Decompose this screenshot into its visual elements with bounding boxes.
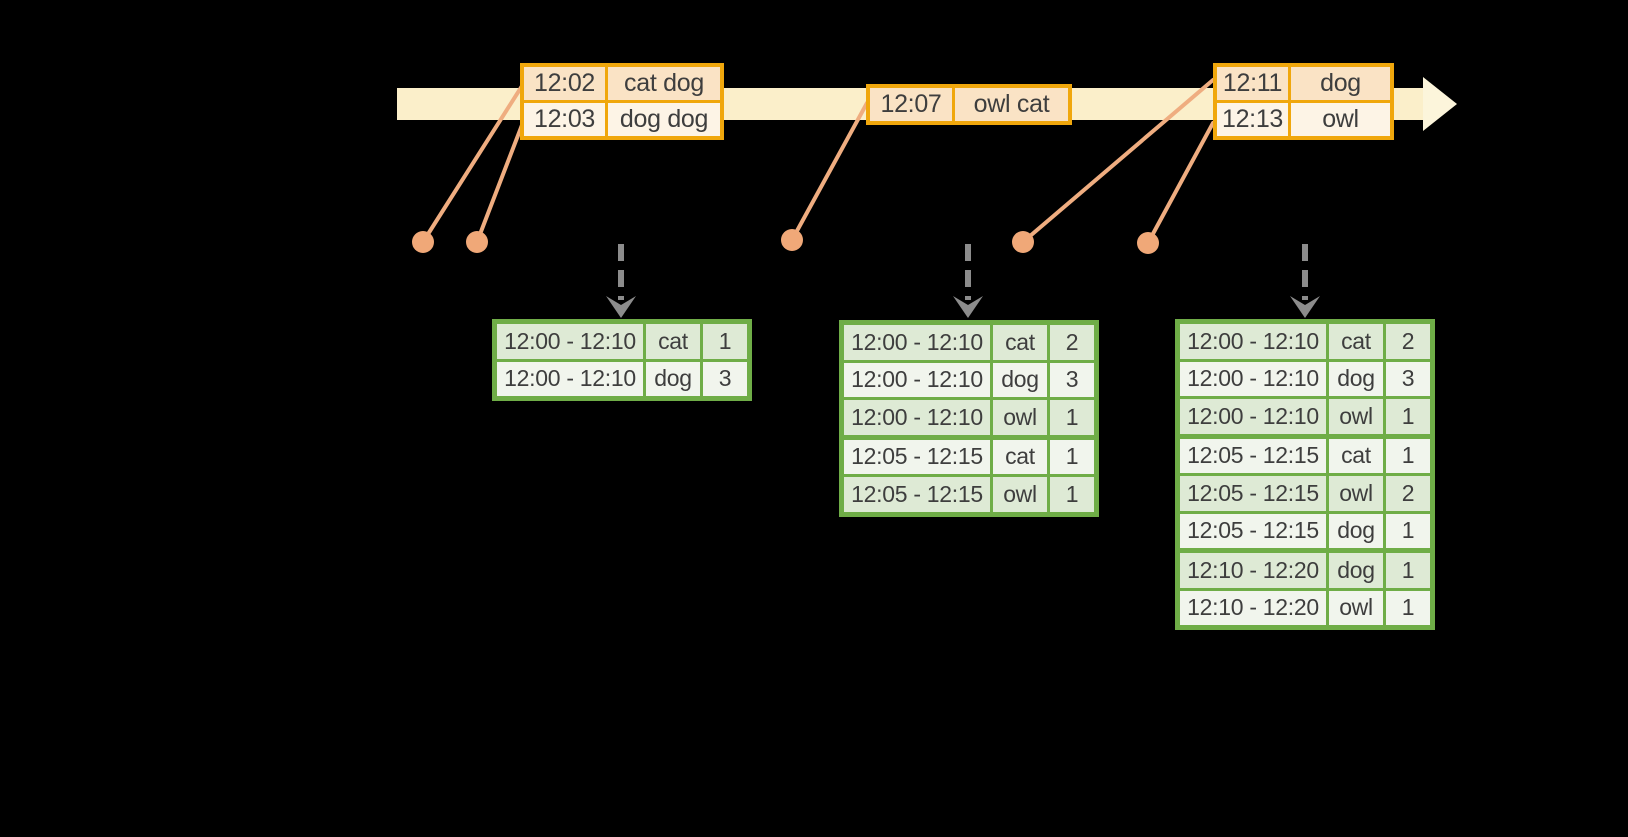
count-cell: 1 <box>1386 553 1430 588</box>
window-cell: 12:05 - 12:15 <box>844 439 990 474</box>
count-cell: 1 <box>1050 439 1094 474</box>
word-cell: owl <box>1329 399 1383 434</box>
arrow-down-icon <box>953 296 983 318</box>
event-dot <box>1012 231 1034 253</box>
count-cell: 2 <box>1386 324 1430 359</box>
word-cell: cat <box>646 324 700 359</box>
result-table: 12:00 - 12:10 cat 2 12:00 - 12:10 dog 3 … <box>839 320 1099 517</box>
event-connector-line <box>421 84 524 244</box>
window-cell: 12:05 - 12:15 <box>1180 476 1326 511</box>
count-cell: 3 <box>1050 362 1094 397</box>
count-cell: 1 <box>1050 477 1094 512</box>
table-row: 12:05 - 12:15 cat 1 <box>1180 438 1430 473</box>
event-dot <box>781 229 803 251</box>
event-table: 12:07 owl cat <box>866 84 1072 125</box>
trigger-arrow <box>953 244 983 318</box>
count-cell: 3 <box>1386 361 1430 396</box>
word-cell: owl <box>1329 590 1383 625</box>
event-table: 12:11 dog 12:13 owl <box>1213 63 1394 140</box>
window-cell: 12:00 - 12:10 <box>1180 399 1326 434</box>
word-cell: dog <box>993 362 1047 397</box>
count-cell: 3 <box>703 361 747 396</box>
window-cell: 12:05 - 12:15 <box>844 477 990 512</box>
event-table: 12:02 cat dog 12:03 dog dog <box>520 63 724 140</box>
table-row: 12:00 - 12:10 cat 1 <box>497 324 747 359</box>
event-words: dog dog <box>608 103 720 136</box>
event-words: owl <box>1291 103 1390 136</box>
window-cell: 12:00 - 12:10 <box>497 361 643 396</box>
word-cell: cat <box>1329 324 1383 359</box>
window-cell: 12:00 - 12:10 <box>1180 324 1326 359</box>
word-cell: cat <box>1329 438 1383 473</box>
window-cell: 12:10 - 12:20 <box>1180 553 1326 588</box>
count-cell: 1 <box>1386 399 1430 434</box>
count-cell: 1 <box>1050 400 1094 435</box>
table-row: 12:05 - 12:15 owl 2 <box>1180 476 1430 511</box>
word-cell: dog <box>1329 513 1383 548</box>
word-cell: dog <box>646 361 700 396</box>
table-row: 12:00 - 12:10 cat 2 <box>844 325 1094 360</box>
table-row: 12:05 - 12:15 dog 1 <box>1180 513 1430 548</box>
event-connector-line <box>1146 121 1215 245</box>
word-cell: owl <box>993 477 1047 512</box>
window-cell: 12:00 - 12:10 <box>1180 361 1326 396</box>
event-dot <box>1137 232 1159 254</box>
window-cell: 12:10 - 12:20 <box>1180 590 1326 625</box>
event-words: cat dog <box>608 67 720 100</box>
table-row: 12:00 - 12:10 dog 3 <box>497 361 747 396</box>
table-row: 12:10 - 12:20 dog 1 <box>1180 553 1430 588</box>
count-cell: 1 <box>1386 438 1430 473</box>
event-time-axis-arrowhead <box>1423 77 1457 131</box>
event-words: dog <box>1291 67 1390 100</box>
table-row: 12:05 - 12:15 owl 1 <box>844 477 1094 512</box>
event-time: 12:11 <box>1217 67 1288 100</box>
event-connector-line <box>475 123 524 244</box>
table-row: 12:05 - 12:15 cat 1 <box>844 439 1094 474</box>
trigger-arrow <box>1290 244 1320 318</box>
arrow-down-icon <box>1290 296 1320 318</box>
table-row: 12:10 - 12:20 owl 1 <box>1180 590 1430 625</box>
word-cell: owl <box>993 400 1047 435</box>
trigger-arrow <box>606 244 636 318</box>
word-cell: dog <box>1329 553 1383 588</box>
count-cell: 1 <box>1386 513 1430 548</box>
window-cell: 12:05 - 12:15 <box>1180 513 1326 548</box>
table-row: 12:00 - 12:10 dog 3 <box>844 362 1094 397</box>
arrow-down-icon <box>606 296 636 318</box>
event-dot <box>466 231 488 253</box>
count-cell: 2 <box>1050 325 1094 360</box>
word-cell: cat <box>993 325 1047 360</box>
count-cell: 1 <box>1386 590 1430 625</box>
event-time: 12:03 <box>524 103 605 136</box>
event-time: 12:02 <box>524 67 605 100</box>
window-cell: 12:00 - 12:10 <box>844 325 990 360</box>
window-cell: 12:00 - 12:10 <box>844 400 990 435</box>
count-cell: 2 <box>1386 476 1430 511</box>
count-cell: 1 <box>703 324 747 359</box>
result-table: 12:00 - 12:10 cat 1 12:00 - 12:10 dog 3 <box>492 319 752 401</box>
event-time: 12:13 <box>1217 103 1288 136</box>
word-cell: owl <box>1329 476 1383 511</box>
event-connector-line <box>790 101 869 242</box>
event-connector-line <box>1021 78 1215 244</box>
result-table: 12:00 - 12:10 cat 2 12:00 - 12:10 dog 3 … <box>1175 319 1435 630</box>
event-dot <box>412 231 434 253</box>
event-time: 12:07 <box>870 88 952 121</box>
word-cell: cat <box>993 439 1047 474</box>
event-words: owl cat <box>955 88 1068 121</box>
window-cell: 12:05 - 12:15 <box>1180 438 1326 473</box>
word-cell: dog <box>1329 361 1383 396</box>
table-row: 12:00 - 12:10 cat 2 <box>1180 324 1430 359</box>
window-cell: 12:00 - 12:10 <box>497 324 643 359</box>
table-row: 12:00 - 12:10 owl 1 <box>1180 399 1430 434</box>
table-row: 12:00 - 12:10 owl 1 <box>844 400 1094 435</box>
window-cell: 12:00 - 12:10 <box>844 362 990 397</box>
table-row: 12:00 - 12:10 dog 3 <box>1180 361 1430 396</box>
